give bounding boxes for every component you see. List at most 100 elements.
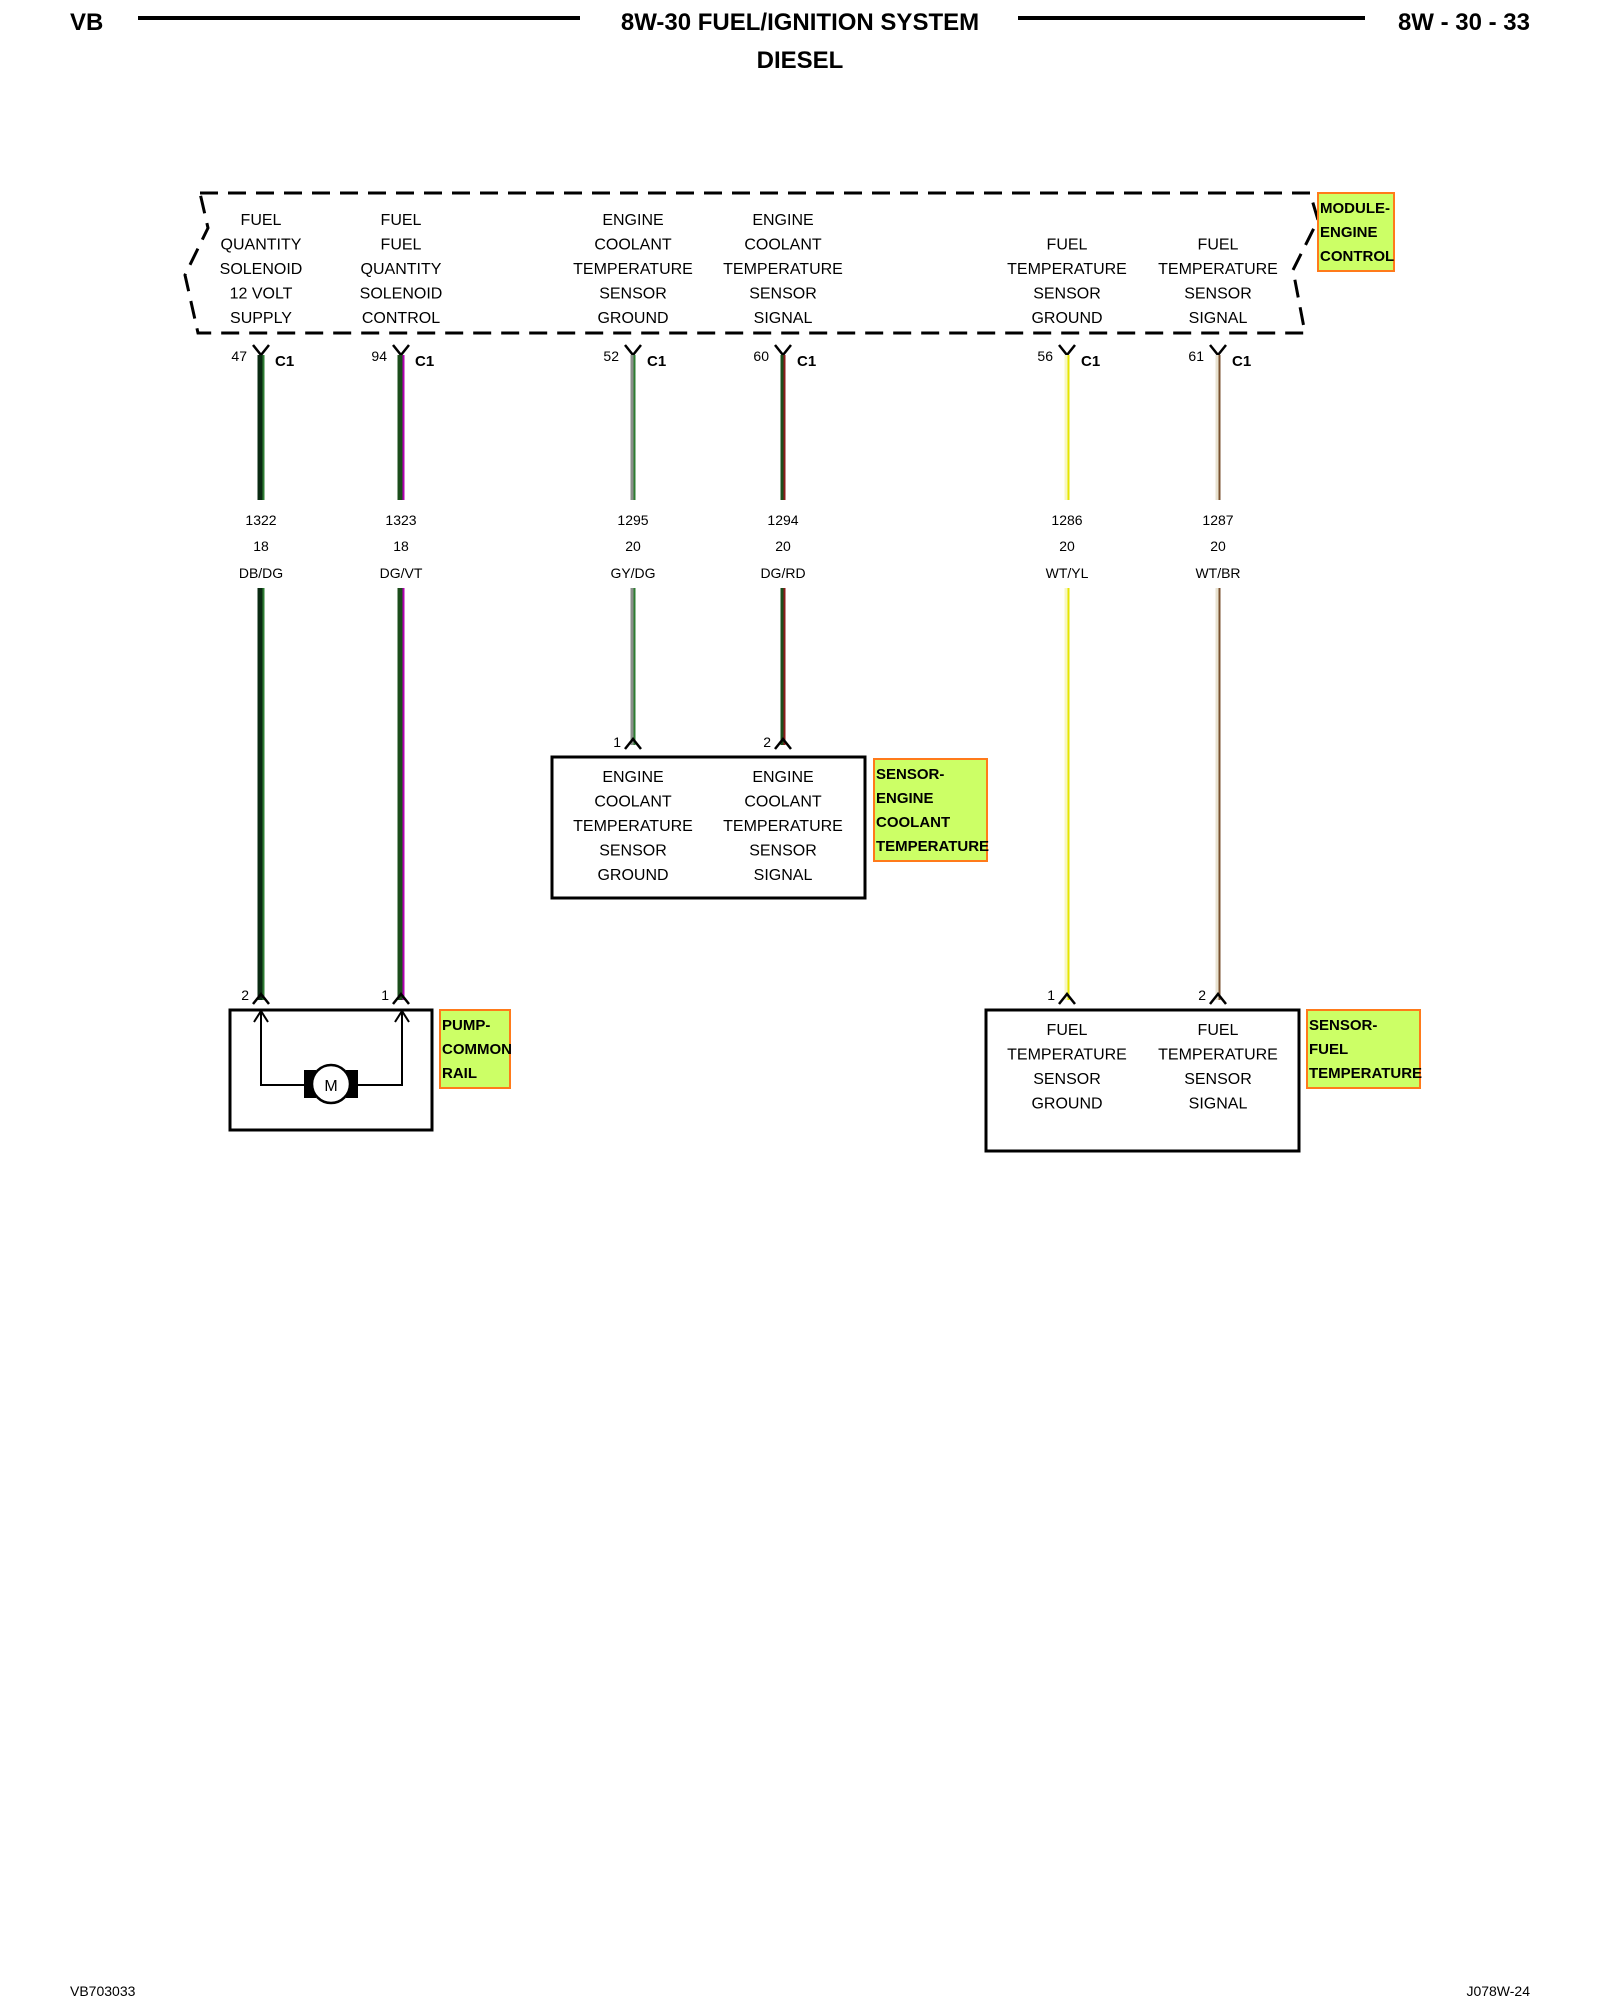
wire-color-code: DG/VT bbox=[380, 565, 423, 581]
tag-line: ENGINE bbox=[1320, 224, 1378, 241]
tag-line: COMMON bbox=[442, 1041, 512, 1058]
module-pin-label-line: SIGNAL bbox=[754, 310, 813, 327]
wire-gauge: 20 bbox=[1059, 538, 1075, 554]
tag-line: TEMPERATURE bbox=[876, 838, 989, 855]
tag-line: FUEL bbox=[1309, 1041, 1348, 1058]
footer-drawing-id: J078W-24 bbox=[1466, 1983, 1530, 1999]
tag-line: COOLANT bbox=[876, 814, 950, 831]
coolant-sensor-label-line: SENSOR bbox=[749, 843, 817, 860]
module-pin-number: 94 bbox=[371, 348, 387, 364]
wire-circuit-number: 1322 bbox=[245, 512, 276, 528]
tag-box bbox=[1306, 1009, 1421, 1089]
coolant-sensor-pin-number: 1 bbox=[613, 734, 621, 750]
wire-circuit-number: 1294 bbox=[767, 512, 798, 528]
module-pin-label-line: SUPPLY bbox=[230, 310, 292, 327]
fuel-sensor-label-line: SENSOR bbox=[1033, 1071, 1101, 1088]
page-subtitle: DIESEL bbox=[757, 47, 844, 74]
tag-line: RAIL bbox=[442, 1065, 477, 1082]
pump-pin-number: 1 bbox=[381, 987, 389, 1003]
wire-color-code: DB/DG bbox=[239, 565, 283, 581]
module-pin-label-line: SENSOR bbox=[1033, 286, 1101, 303]
fuel-sensor-label-line: GROUND bbox=[1031, 1096, 1102, 1113]
module-engine-control-tag: MODULE- ENGINE CONTROL bbox=[1317, 192, 1395, 272]
module-pin-label-line: SENSOR bbox=[749, 286, 817, 303]
wire-gauge: 20 bbox=[1210, 538, 1226, 554]
fuel-sensor-pin-number: 2 bbox=[1198, 987, 1206, 1003]
fuel-temperature-sensor: FUELTEMPERATURESENSORGROUNDFUELTEMPERATU… bbox=[984, 1008, 1301, 1153]
motor-icon bbox=[310, 1063, 352, 1105]
tag-box bbox=[873, 758, 988, 862]
tag-line: CONTROL bbox=[1320, 248, 1394, 265]
tag-line: MODULE- bbox=[1320, 200, 1390, 217]
module-pin-number: 61 bbox=[1188, 348, 1204, 364]
connector-id: C1 bbox=[1081, 353, 1100, 370]
coolant-sensor-label-line: TEMPERATURE bbox=[573, 818, 693, 835]
coolant-sensor-label-line: COOLANT bbox=[744, 794, 822, 811]
connector-id: C1 bbox=[415, 353, 434, 370]
module-pin-label-line: SOLENOID bbox=[360, 286, 443, 303]
module-pin-label-line: GROUND bbox=[1031, 310, 1102, 327]
module-pin-label-line: FUEL bbox=[1198, 237, 1239, 254]
page-number: 8W - 30 - 33 bbox=[1398, 9, 1530, 36]
device-terminal bbox=[624, 736, 642, 750]
coolant-sensor-label-line: ENGINE bbox=[752, 769, 813, 786]
coolant-sensor-label-line: GROUND bbox=[597, 867, 668, 884]
tag-line: TEMPERATURE bbox=[1309, 1065, 1422, 1082]
motor-letter: M bbox=[324, 1078, 337, 1095]
module-terminal bbox=[252, 344, 270, 358]
connector-id: C1 bbox=[797, 353, 816, 370]
module-terminal bbox=[392, 344, 410, 358]
module-pin-label-line: SOLENOID bbox=[220, 261, 303, 278]
wire-color-code: GY/DG bbox=[610, 565, 655, 581]
wire-color-code: WT/BR bbox=[1195, 565, 1240, 581]
tag-box bbox=[1317, 192, 1395, 272]
module-pin-label-line: COOLANT bbox=[594, 237, 672, 254]
fuel-sensor-label-line: SIGNAL bbox=[1189, 1096, 1248, 1113]
fuel-sensor-label-line: FUEL bbox=[1198, 1022, 1239, 1039]
coolant-sensor-label-line: TEMPERATURE bbox=[723, 818, 843, 835]
coolant-sensor-pin-number: 2 bbox=[763, 734, 771, 750]
fuel-sensor-label-line: SENSOR bbox=[1184, 1071, 1252, 1088]
module-pin-label-line: TEMPERATURE bbox=[723, 261, 843, 278]
module-pin-label-line: SENSOR bbox=[599, 286, 667, 303]
module-pin-label-line: GROUND bbox=[597, 310, 668, 327]
module-terminal bbox=[624, 344, 642, 358]
fuel-sensor-label-line: FUEL bbox=[1047, 1022, 1088, 1039]
coolant-sensor-label-line: SENSOR bbox=[599, 843, 667, 860]
wire-color-code: WT/YL bbox=[1046, 565, 1089, 581]
module-pin-label-line: ENGINE bbox=[602, 212, 663, 229]
module-pin-label-line: 12 VOLT bbox=[230, 286, 293, 303]
wire-circuit-number: 1295 bbox=[617, 512, 648, 528]
tag-line: SENSOR- bbox=[1309, 1017, 1377, 1034]
engine-coolant-temperature-sensor: ENGINE COOLANT TEMPERATURE SENSOR GROUND ENGI… bbox=[550, 755, 867, 900]
module-pin-label-line: SENSOR bbox=[1184, 286, 1252, 303]
connector-id: C1 bbox=[647, 353, 666, 370]
module-terminal bbox=[1058, 344, 1076, 358]
connector-id: C1 bbox=[275, 353, 294, 370]
module-pin-label-line: SIGNAL bbox=[1189, 310, 1248, 327]
coolant-sensor-label-line: COOLANT bbox=[594, 794, 672, 811]
module-terminal bbox=[1209, 344, 1227, 358]
page-title: 8W-30 FUEL/IGNITION SYSTEM bbox=[621, 9, 979, 36]
wire-color-code: DG/RD bbox=[760, 565, 805, 581]
module-pin-label-line: COOLANT bbox=[744, 237, 822, 254]
fuel-sensor-pin-number: 1 bbox=[1047, 987, 1055, 1003]
tag-box bbox=[439, 1009, 511, 1089]
module-pin-label-line: FUEL bbox=[1047, 237, 1088, 254]
module-pin-label-line: TEMPERATURE bbox=[1158, 261, 1278, 278]
wire-circuit-number: 1287 bbox=[1202, 512, 1233, 528]
module-pin-label-line: TEMPERATURE bbox=[1007, 261, 1127, 278]
connector-id: C1 bbox=[1232, 353, 1251, 370]
device-terminal bbox=[774, 736, 792, 750]
module-pin-number: 47 bbox=[231, 348, 247, 364]
module-pin-label-line: TEMPERATURE bbox=[573, 261, 693, 278]
coolant-sensor-label-line: ENGINE bbox=[602, 769, 663, 786]
module-pin-label-line: ENGINE bbox=[752, 212, 813, 229]
tag-line: SENSOR- bbox=[876, 766, 944, 783]
header-section-code: VB bbox=[70, 9, 103, 36]
